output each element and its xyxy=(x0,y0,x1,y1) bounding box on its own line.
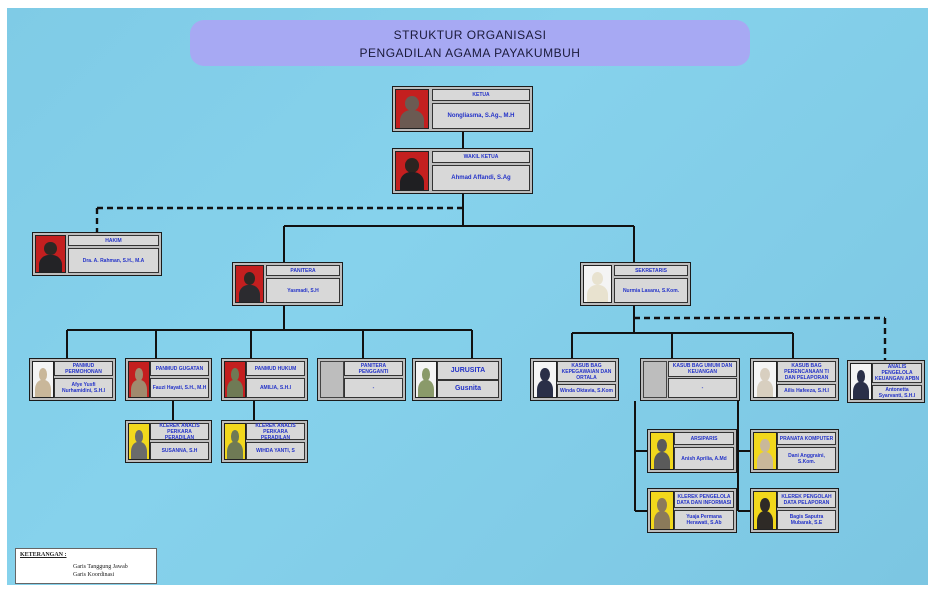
node-kasubbag-umum: KASUB BAG UMUM DAN KEUANGAN - xyxy=(640,358,740,401)
node-position: JURUSITA xyxy=(437,361,499,380)
photo-person-icon xyxy=(395,89,429,129)
photo-person-icon xyxy=(224,423,246,460)
node-name: Nurmia Lasanu, S.Kom. xyxy=(614,278,688,303)
photo-person-icon xyxy=(128,361,150,398)
node-panitera-pengganti: PANITERA PENGGANTI - xyxy=(317,358,406,401)
legend-heading: KETERANGAN : xyxy=(20,552,67,558)
node-name: Winda Oktavia, S.Kom xyxy=(557,384,616,398)
node-position: KLEREK PENGOLAH DATA PELAPORAN xyxy=(777,491,836,508)
chart-title: STRUKTUR ORGANISASI xyxy=(393,28,547,42)
node-name: Afye Yusfi Nurhamidini, S.H.I xyxy=(54,378,113,398)
photo-placeholder xyxy=(643,361,667,398)
photo-person-icon xyxy=(35,235,66,273)
node-kasubbag-kepegawaian: KASUB BAG KEPEGAWAIAN DAN ORTALA Winda O… xyxy=(530,358,619,401)
photo-person-icon xyxy=(415,361,437,398)
node-panitera: PANITERA Yasmadi, S.H xyxy=(232,262,343,306)
legend-solid-label: Garis Tanggung Jawab xyxy=(73,564,128,570)
node-position: KETUA xyxy=(432,89,530,101)
legend-dashed-label: Garis Koordinasi xyxy=(73,572,115,578)
node-name: Antonetta Syarvanti, S.H.I xyxy=(872,385,922,400)
photo-person-icon xyxy=(533,361,557,398)
node-arsiparis: ARSIPARIS Anish Aprilia, A.Md xyxy=(647,429,737,473)
node-position: ARSIPARIS xyxy=(674,432,734,445)
photo-person-icon xyxy=(650,491,674,530)
node-position: PANITERA xyxy=(266,265,340,276)
photo-person-icon xyxy=(753,432,777,470)
node-name: Gusnita xyxy=(437,380,499,398)
node-hakim: HAKIM Dra. A. Rahman, S.H., M.A xyxy=(32,232,162,276)
node-panmud-gugatan: PANMUD GUGATAN Fauzi Hayati, S.H., M.H xyxy=(125,358,212,401)
photo-person-icon xyxy=(753,361,777,398)
node-name: Bagis Saputra Mubarak, S.E xyxy=(777,510,836,530)
photo-person-icon xyxy=(128,423,150,460)
node-name: - xyxy=(668,378,737,398)
org-chart-canvas: STRUKTUR ORGANISASI PENGADILAN AGAMA PAY… xyxy=(7,8,928,585)
node-position: KLEREK ANALIS PERKARA PERADILAN xyxy=(246,423,305,441)
node-name: Anish Aprilia, A.Md xyxy=(674,447,734,470)
node-name: Yasmadi, S.H xyxy=(266,278,340,303)
node-name: Ahmad Affandi, S.Ag xyxy=(432,165,530,191)
photo-person-icon xyxy=(32,361,54,398)
photo-person-icon xyxy=(850,363,872,400)
node-position: KLEREK PENGELOLA DATA DAN INFORMASI xyxy=(674,491,734,508)
chart-title-banner: STRUKTUR ORGANISASI PENGADILAN AGAMA PAY… xyxy=(190,20,750,66)
node-name: Yuaja Permana Herawati, S.Ab xyxy=(674,510,734,530)
node-wakil-ketua: WAKIL KETUA Ahmad Affandi, S.Ag xyxy=(392,148,533,194)
node-position: KASUB BAG UMUM DAN KEUANGAN xyxy=(668,361,737,377)
node-name: AMILIA, S.H.I xyxy=(246,378,305,398)
node-position: PANMUD PERMOHONAN xyxy=(54,361,113,376)
photo-person-icon xyxy=(753,491,777,530)
photo-person-icon xyxy=(224,361,246,398)
node-kasubbag-ptip: KASUB BAG PERENCANAAN TI DAN PELAPORAN A… xyxy=(750,358,839,401)
node-position: PRANATA KOMPUTER xyxy=(777,432,836,445)
photo-placeholder xyxy=(320,361,344,398)
node-klerek-pelaporan: KLEREK PENGOLAH DATA PELAPORAN Bagis Sap… xyxy=(750,488,839,533)
node-ketua: KETUA Nongliasma, S.Ag., M.H xyxy=(392,86,533,132)
photo-person-icon xyxy=(583,265,612,303)
node-name: WIHDA YANTI, S xyxy=(246,442,305,460)
node-position: WAKIL KETUA xyxy=(432,151,530,163)
node-name: - xyxy=(344,378,403,398)
photo-person-icon xyxy=(650,432,674,470)
node-klerek-gugatan: KLEREK ANALIS PERKARA PERADILAN SUSANNA,… xyxy=(125,420,212,463)
node-position: PANITERA PENGGANTI xyxy=(344,361,403,376)
node-pranata-komputer: PRANATA KOMPUTER Dani Anggraini, S.Kom. xyxy=(750,429,839,473)
photo-person-icon xyxy=(395,151,429,191)
node-name: Dani Anggraini, S.Kom. xyxy=(777,447,836,470)
node-analis-apbn: ANALIS PENGELOLA KEUANGAN APBN Antonetta… xyxy=(847,360,925,403)
photo-person-icon xyxy=(235,265,264,303)
node-position: ANALIS PENGELOLA KEUANGAN APBN xyxy=(872,363,922,383)
node-klerek-hukum: KLEREK ANALIS PERKARA PERADILAN WIHDA YA… xyxy=(221,420,308,463)
node-position: KASUB BAG PERENCANAAN TI DAN PELAPORAN xyxy=(777,361,836,382)
legend: KETERANGAN : Garis Tanggung Jawab Garis … xyxy=(15,548,157,584)
node-position: KLEREK ANALIS PERKARA PERADILAN xyxy=(150,423,209,441)
node-name: Nongliasma, S.Ag., M.H xyxy=(432,103,530,129)
node-jurusita: JURUSITA Gusnita xyxy=(412,358,502,401)
node-position: PANMUD HUKUM xyxy=(246,361,305,376)
node-klerek-bmn: KLEREK PENGELOLA DATA DAN INFORMASI Yuaj… xyxy=(647,488,737,533)
node-name: SUSANNA, S.H xyxy=(150,442,209,460)
node-name: Ailis Hafeeza, S.H.I xyxy=(777,384,836,398)
node-position: KASUB BAG KEPEGAWAIAN DAN ORTALA xyxy=(557,361,616,382)
node-position: HAKIM xyxy=(68,235,159,246)
connector-lines xyxy=(21,132,887,575)
chart-subtitle: PENGADILAN AGAMA PAYAKUMBUH xyxy=(359,46,581,60)
node-position: PANMUD GUGATAN xyxy=(150,361,209,376)
node-name: Dra. A. Rahman, S.H., M.A xyxy=(68,248,159,273)
node-position: SEKRETARIS xyxy=(614,265,688,276)
node-name: Fauzi Hayati, S.H., M.H xyxy=(150,378,209,398)
node-sekretaris: SEKRETARIS Nurmia Lasanu, S.Kom. xyxy=(580,262,691,306)
node-panmud-permohonan: PANMUD PERMOHONAN Afye Yusfi Nurhamidini… xyxy=(29,358,116,401)
node-panmud-hukum: PANMUD HUKUM AMILIA, S.H.I xyxy=(221,358,308,401)
